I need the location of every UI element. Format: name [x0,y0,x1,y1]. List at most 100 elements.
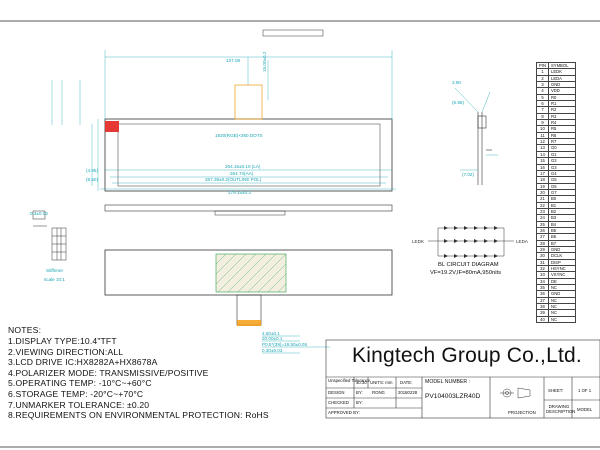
pin-symbol: DISP [547,258,576,267]
bl-circuit [428,227,514,257]
design-by: BY: [356,390,363,395]
note-item: 7.UNMARKER TOLERANCE: ±0.20 [8,399,150,410]
company-name: Kingtech Group Co.,Ltd. [352,344,582,367]
design-label: DESIGN [328,390,345,395]
tolerance-label: Unspecified Tolerance [328,378,371,383]
title-block-grid [325,339,600,419]
pin-symbol: R3 [547,112,576,121]
design-name: RONG [372,390,385,395]
pin-symbol: VSYNC [547,271,576,279]
dim-top-label: 137.08 [226,58,240,63]
checked-by: BY: [356,400,363,405]
fpc-tail-dims [262,335,330,354]
fpc-tail-dim-2: 20.00±0.1 [262,336,283,341]
pin1-marker [105,121,119,132]
notes-title: NOTES: [8,325,42,335]
fpc-top [234,84,263,120]
dim-active-label: (8.50) [86,177,98,182]
pin-symbol: R4 [547,119,576,127]
model-number-label: MODEL NUMBER : [425,379,471,385]
sheet-value: 1 OF 1 [578,388,592,393]
pin-number: 40 [536,315,549,324]
fpc-tail-dim-3: P0.5*(39)=19.50±0.05 [262,342,307,347]
dim-overall-width: 279.15±0.3 [228,190,251,195]
dim-resolution-label: 1920(RGB)×360 DOTS [215,133,263,138]
side-view-ic [214,210,286,216]
pin-symbol: R0 [547,93,576,102]
sheet-label: SHEET: [548,388,564,393]
symbol-header: SYMBOL [547,61,576,70]
pin-symbol: NC [547,296,576,305]
dim-aa-label: (4.95) [86,168,98,173]
revision-tab [262,29,324,37]
drawing-description-label: DRAWING DESCRIPTION [546,404,576,414]
bl-led-minus: LEDK [412,239,425,244]
dimension-lines [51,50,396,191]
note-item: 6.STORAGE TEMP: -20°C~+70°C [8,389,144,399]
bl-led-array [444,226,498,258]
pin-symbol: R1 [547,100,576,108]
pin-table-header: PIN SYMBOL [536,61,576,70]
detail-a-scale: scale 10:1 [44,277,65,282]
bl-circuit-title: BL CIRCUIT DIAGRAM [438,262,499,268]
detail-connector-dim: 0.3±0.03 [30,211,48,216]
pin-symbol: GND [547,81,576,89]
checked-label: CHECKED [328,400,350,405]
model-number-value: PV104003LZR40D [425,393,481,400]
lcd-side-view [104,204,393,212]
side-dim-1: 3.90 [452,80,461,85]
dim-aa-width: 264.74(AA) [230,171,254,176]
note-item: 5.OPERATING TEMP: -10°C~+60°C [8,378,152,389]
bl-led-plus: LEDA [516,239,529,244]
dim-view-width: 264.16±0.10 (LA) [225,164,261,169]
bl-circuit-spec: VF=19.2V,IF=80mA,950nits [430,270,502,276]
projection-symbol-icon [500,387,531,399]
pin-symbol: NC [547,284,576,292]
note-item: 3.LCD DRIVE IC:HX8282A+HX8678A [8,357,158,368]
dim-bezel-width: 267.39±0.2(OUTLINE POL) [205,177,262,182]
pin-symbol: NC [547,309,576,317]
backlight-pcb [215,253,287,293]
pin-symbol: GND [547,290,576,298]
detail-a-drawing [32,210,67,261]
pin-symbol: R2 [547,106,576,114]
tolerance-value: ±0.30 [356,380,367,385]
note-item: 4.POLARIZER MODE: TRANSMISSIVE/POSITIVE [8,367,209,378]
pcb-hatch [215,253,287,293]
projection-label: PROJECTION [508,410,536,415]
date-label: DATE: [400,380,413,385]
pin-symbol: HSYNC [547,264,576,273]
fpc-contacts [237,320,261,326]
side-dim-2: (6.95) [452,100,464,105]
pin-symbol: LEDA [547,74,576,83]
model-label: MODEL [577,407,593,412]
pin-symbol: NC [547,315,576,324]
pin-symbol: DE [547,277,576,286]
note-item: 2.VIEWING DIRECTION:ALL [8,346,124,357]
pin-symbol: LEDK [547,68,576,76]
design-date: 20180228 [398,390,418,395]
pin-symbol: DCLK [547,252,576,260]
approved-label: APPROVED BY: [328,410,360,415]
note-item: 8.REQUIREMENTS ON ENVIRONMENTAL PROTECTI… [8,410,269,421]
